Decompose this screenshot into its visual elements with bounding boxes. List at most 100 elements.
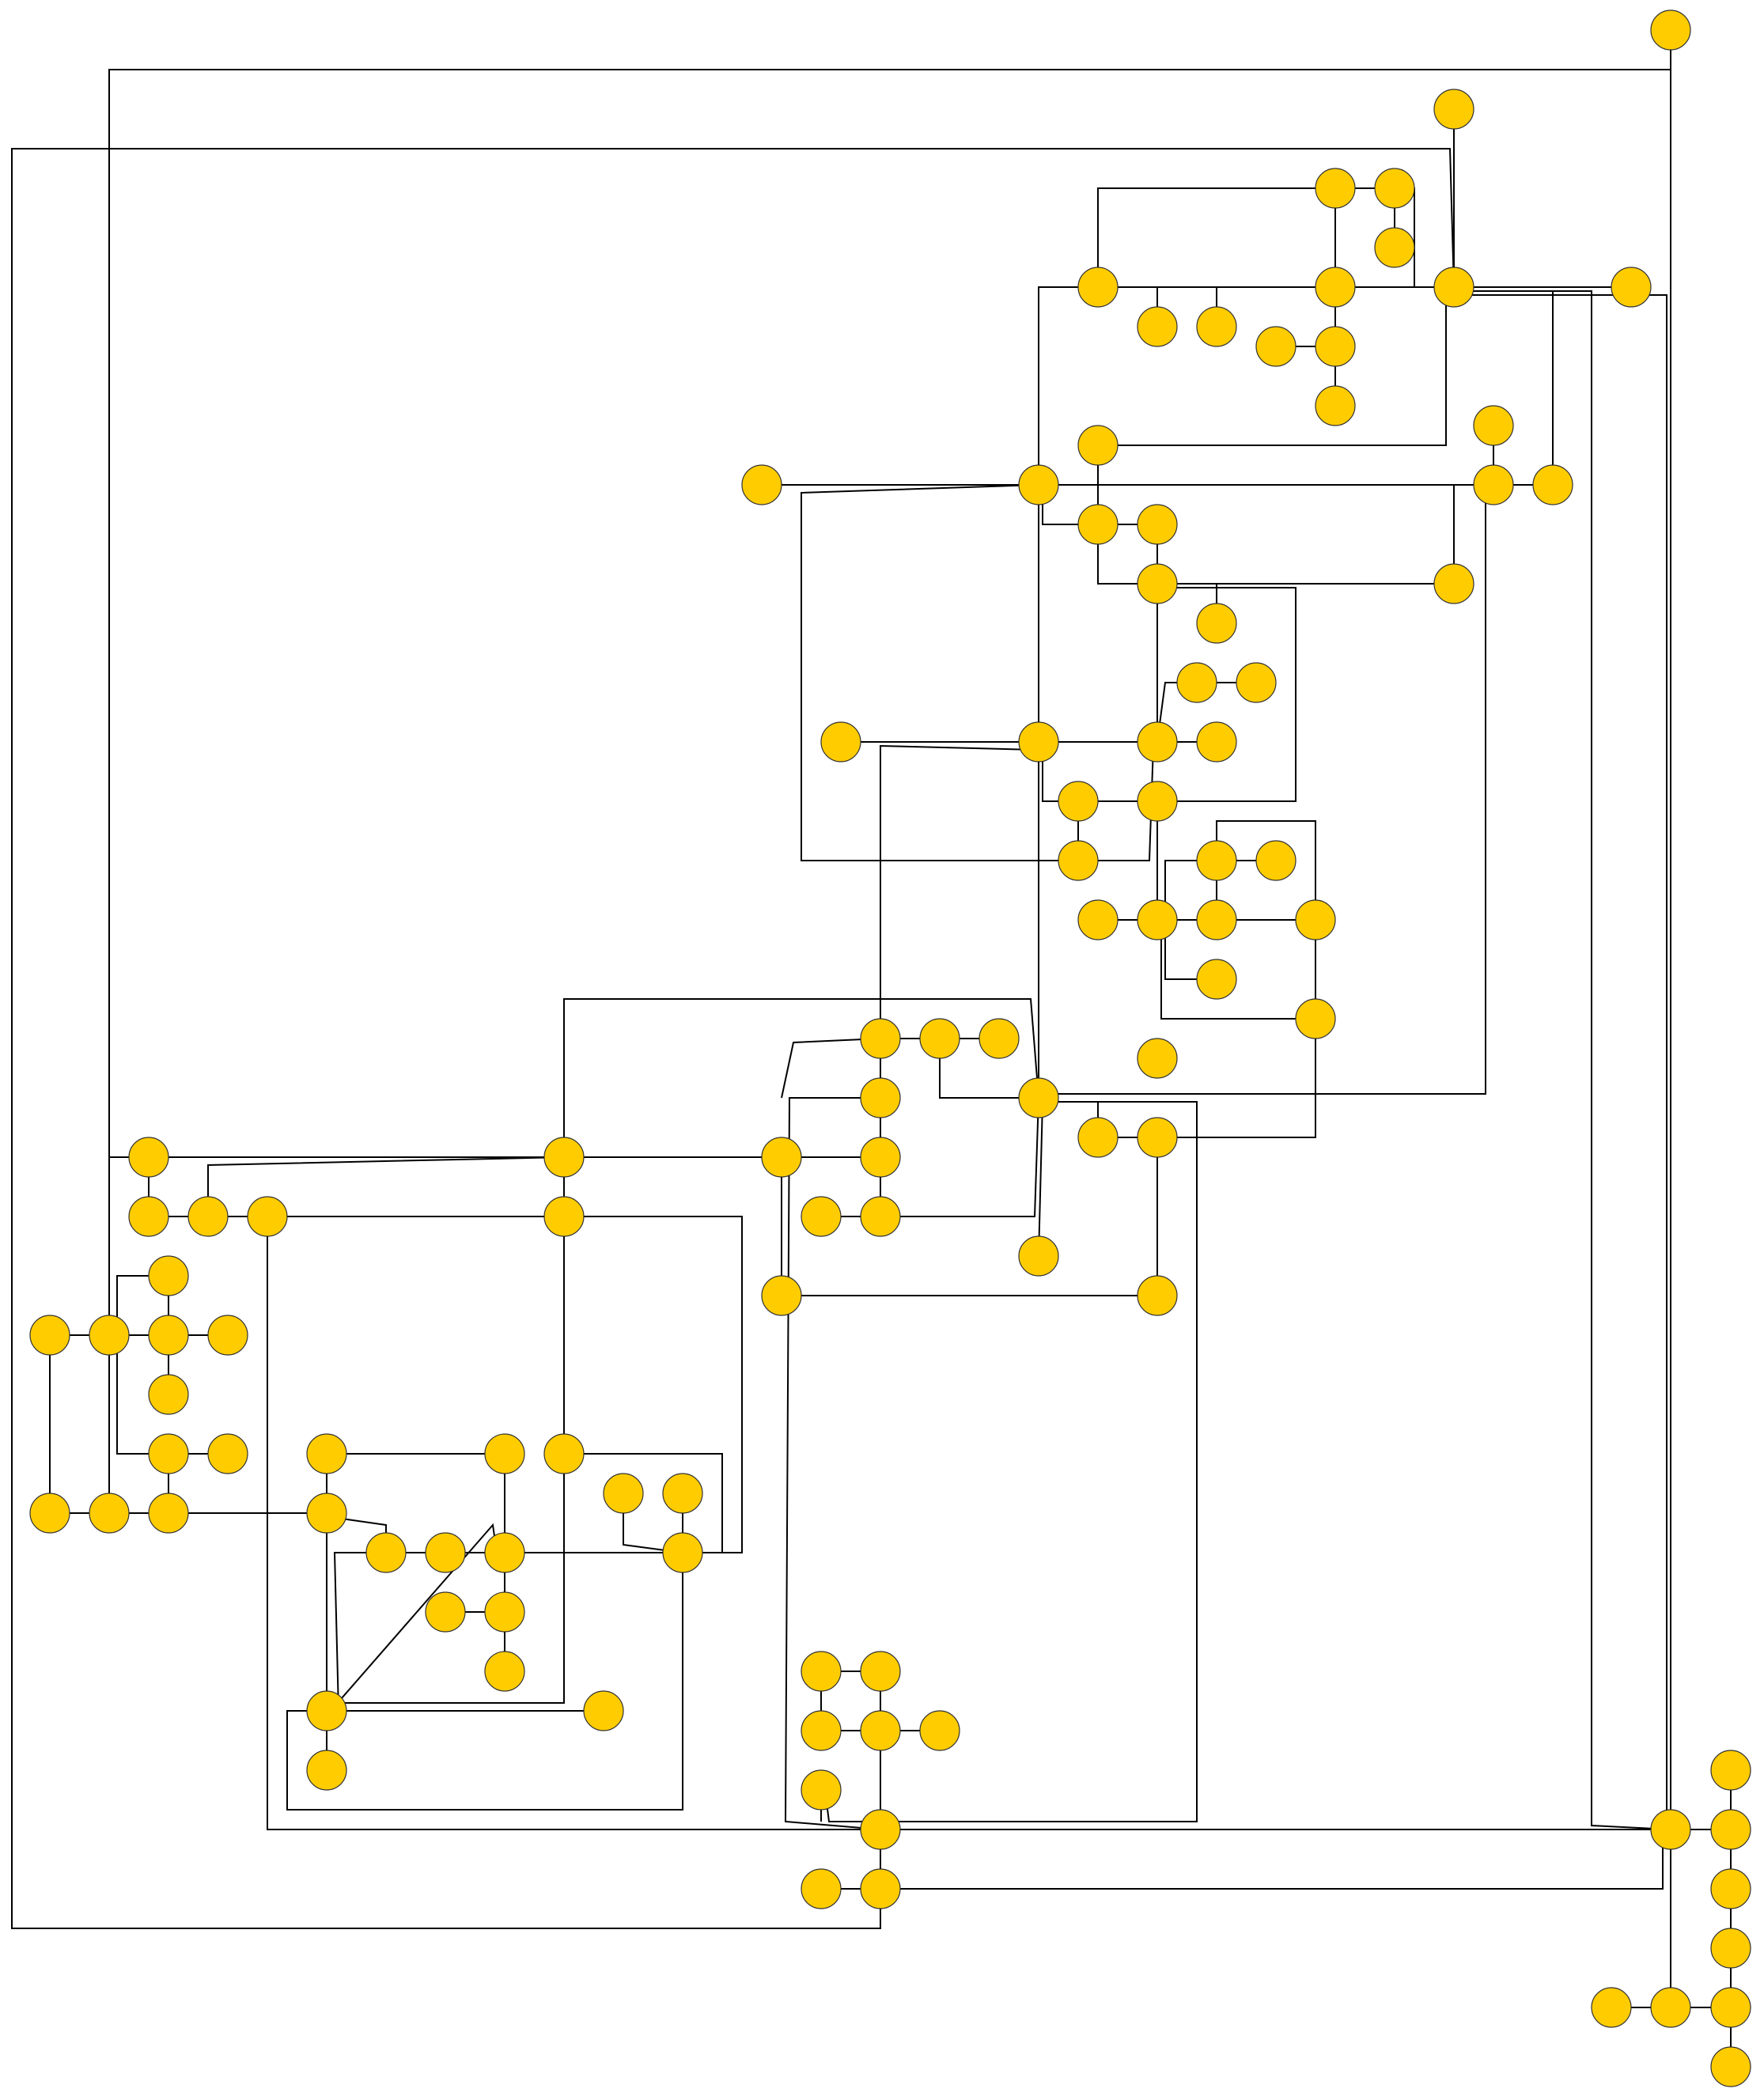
node-n49[interactable] [1077,1117,1119,1158]
node-n96[interactable] [801,1769,842,1811]
node-n62[interactable] [148,1255,189,1296]
node-n31[interactable] [1196,721,1237,762]
node-n107[interactable] [1710,1987,1751,2028]
node-n87[interactable] [484,1651,525,1692]
node-n75[interactable] [603,1473,644,1514]
node-n101[interactable] [801,1868,842,1909]
node-n36[interactable] [1255,840,1297,881]
node-n71[interactable] [207,1433,248,1474]
node-n100[interactable] [1710,1809,1751,1850]
node-n80[interactable] [306,1493,347,1534]
node-n21[interactable] [1077,504,1119,545]
node-n92[interactable] [801,1710,842,1751]
node-n72[interactable] [306,1433,347,1474]
node-n23[interactable] [1137,563,1178,604]
node-n13[interactable] [1315,326,1356,367]
node-n16[interactable] [1473,405,1514,446]
node-n85[interactable] [425,1591,466,1633]
node-n29[interactable] [1018,721,1059,762]
node-n76[interactable] [662,1473,703,1514]
node-n61[interactable] [1018,1235,1059,1277]
node-n106[interactable] [1650,1987,1691,2028]
node-n4[interactable] [1374,168,1415,209]
node-n95[interactable] [306,1750,347,1791]
node-n79[interactable] [148,1493,189,1534]
node-n66[interactable] [89,1315,130,1356]
node-n22[interactable] [1137,504,1178,545]
node-n44[interactable] [860,1018,901,1059]
node-n10[interactable] [1137,306,1178,347]
node-n2[interactable] [1433,89,1474,130]
node-n41[interactable] [1196,959,1237,1000]
node-n30[interactable] [1137,721,1178,762]
node-n45[interactable] [919,1018,960,1059]
node-n77[interactable] [29,1493,70,1534]
node-n1[interactable] [1650,9,1691,51]
node-n24[interactable] [1433,563,1474,604]
node-n58[interactable] [543,1196,585,1237]
node-n105[interactable] [1591,1987,1632,2028]
node-n26[interactable] [1176,662,1217,703]
node-n9[interactable] [1611,267,1652,308]
node-n32[interactable] [1058,781,1099,822]
node-n98[interactable] [860,1809,901,1850]
node-n89[interactable] [860,1651,901,1692]
node-n94[interactable] [919,1710,960,1751]
node-n47[interactable] [860,1077,901,1118]
node-n15[interactable] [1077,425,1119,466]
node-n57[interactable] [247,1196,288,1237]
node-n19[interactable] [1473,464,1514,505]
node-n68[interactable] [207,1315,248,1356]
node-n86[interactable] [484,1591,525,1633]
node-n7[interactable] [1315,267,1356,308]
node-n38[interactable] [1137,899,1178,940]
node-n12[interactable] [1255,326,1297,367]
node-n18[interactable] [1018,464,1059,505]
node-n70[interactable] [148,1433,189,1474]
node-n65[interactable] [29,1315,70,1356]
node-n81[interactable] [365,1532,407,1573]
node-n103[interactable] [1710,1868,1751,1909]
node-n46[interactable] [979,1018,1020,1059]
node-n42[interactable] [1295,998,1336,1039]
node-n50[interactable] [1137,1117,1178,1158]
node-n91[interactable] [583,1690,624,1731]
node-n6[interactable] [1077,267,1119,308]
node-n40[interactable] [1295,899,1336,940]
node-n8[interactable] [1433,267,1474,308]
node-n33[interactable] [1137,781,1178,822]
node-n63[interactable] [1137,1275,1178,1316]
node-n52[interactable] [543,1137,585,1178]
node-n97[interactable] [1710,1750,1751,1791]
node-n83[interactable] [484,1532,525,1573]
node-n17[interactable] [741,464,782,505]
node-n34[interactable] [1058,840,1099,881]
node-n20[interactable] [1532,464,1573,505]
node-n3[interactable] [1315,168,1356,209]
node-n82[interactable] [425,1532,466,1573]
node-n11[interactable] [1196,306,1237,347]
node-n5[interactable] [1374,227,1415,268]
node-n84[interactable] [662,1532,703,1573]
node-n93[interactable] [860,1710,901,1751]
node-n102[interactable] [860,1868,901,1909]
node-n59[interactable] [801,1196,842,1237]
node-n78[interactable] [89,1493,130,1534]
node-n104[interactable] [1710,1928,1751,1969]
node-n60[interactable] [860,1196,901,1237]
node-n35[interactable] [1196,840,1237,881]
node-n25[interactable] [1196,603,1237,644]
node-n48[interactable] [1018,1077,1059,1118]
node-n90[interactable] [306,1690,347,1731]
node-n99[interactable] [1650,1809,1691,1850]
node-n27[interactable] [1236,662,1277,703]
node-n67[interactable] [148,1315,189,1356]
node-n53[interactable] [761,1137,802,1178]
node-n51[interactable] [128,1137,169,1178]
node-n64[interactable] [761,1275,802,1316]
node-n37[interactable] [1077,899,1119,940]
node-n55[interactable] [128,1196,169,1237]
node-n14[interactable] [1315,385,1356,426]
node-n56[interactable] [187,1196,229,1237]
node-n73[interactable] [484,1433,525,1474]
